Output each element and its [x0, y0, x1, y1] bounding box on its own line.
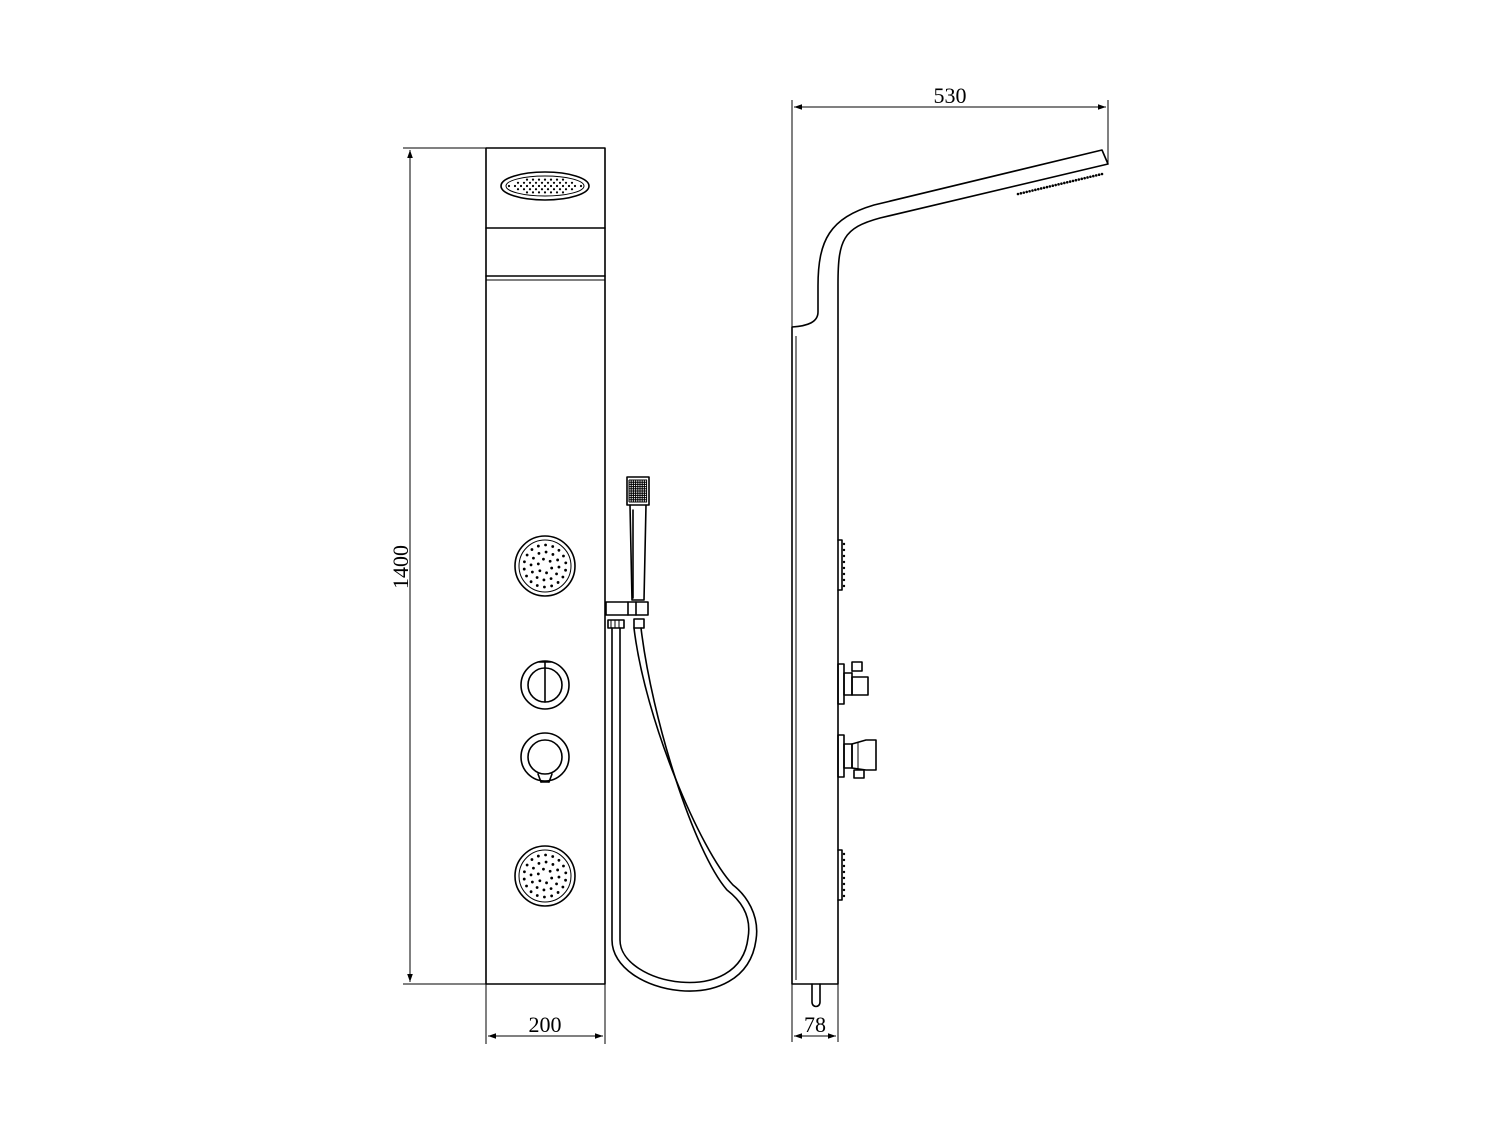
side-column-outline [791, 149, 1109, 985]
side-lower-jet-icon [837, 849, 846, 901]
diverter-knob-icon [520, 660, 570, 710]
front-panel-body [485, 147, 606, 985]
thermostat-knob-icon [520, 732, 570, 783]
height-dimension-label: 1400 [388, 545, 413, 589]
front-view: 1400 200 [388, 147, 758, 1044]
side-view: 530 78 [791, 83, 1109, 1042]
side-shower-head-icon [1016, 172, 1104, 196]
reach-dimension-label: 530 [934, 83, 967, 108]
overhead-shower-icon [500, 171, 590, 201]
side-bottom-outlet-icon [811, 983, 821, 1008]
side-diverter-knob-icon [837, 661, 869, 705]
front-width-dimension-label: 200 [529, 1012, 562, 1037]
hand-shower-icon [605, 476, 650, 616]
side-width-dimension-label: 78 [804, 1012, 826, 1037]
side-thermostat-knob-icon [837, 734, 877, 779]
upper-body-jet-icon [514, 535, 576, 597]
lower-body-jet-icon [514, 845, 576, 907]
shower-hose-icon [607, 618, 758, 992]
side-upper-jet-icon [837, 539, 846, 591]
